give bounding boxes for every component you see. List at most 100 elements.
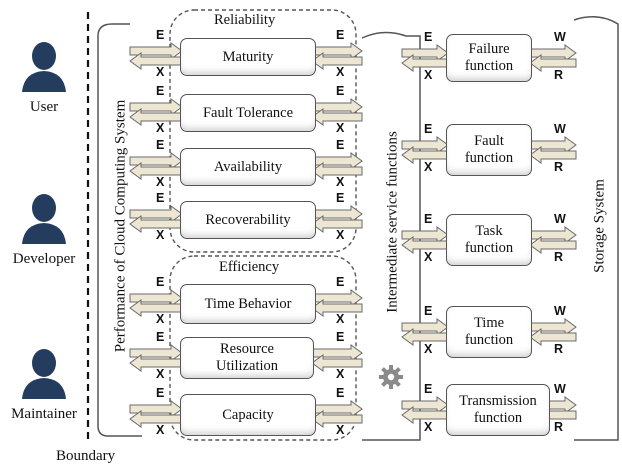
entry-label: E	[156, 191, 165, 205]
storage-frame	[573, 16, 619, 441]
entry-label: E	[156, 386, 165, 400]
exit-label: X	[336, 175, 345, 189]
service-2-right-exit-arrow	[529, 236, 577, 254]
characteristic-2-right-entry-arrow	[311, 152, 363, 170]
read-label: R	[554, 68, 564, 82]
entry-label: E	[336, 138, 345, 152]
developer-icon	[22, 194, 66, 244]
entry-label: E	[424, 382, 433, 396]
characteristic-recoverability: Recoverability	[180, 201, 316, 239]
characteristic-0-right-exit-arrow	[311, 52, 363, 70]
write-label: W	[554, 304, 566, 318]
service-time-function: Time function	[446, 306, 532, 358]
system-label: Performance of Cloud Computing System	[112, 99, 129, 353]
characteristic-fault-tolerance: Fault Tolerance	[180, 94, 316, 132]
exit-label: X	[156, 175, 165, 189]
entry-label: E	[336, 84, 345, 98]
actor-label: User	[29, 99, 59, 115]
characteristic-1-left-exit-arrow	[129, 108, 183, 126]
maintainer-icon	[22, 349, 66, 399]
characteristic-0-left-exit-arrow	[129, 52, 183, 70]
characteristic-2-left-entry-arrow	[129, 152, 183, 170]
service-0-right-exit-arrow	[529, 54, 577, 72]
exit-label: X	[336, 65, 345, 79]
characteristic-2-left-exit-arrow	[129, 162, 183, 180]
characteristic-3-left-entry-arrow	[129, 205, 183, 223]
arrow-layer	[129, 42, 577, 428]
reliability-title: Reliability	[214, 12, 276, 28]
entry-label: E	[336, 386, 345, 400]
entry-label: E	[424, 122, 433, 136]
exit-label: X	[336, 423, 345, 437]
characteristic-capacity: Capacity	[180, 394, 316, 436]
characteristic-4-right-entry-arrow	[311, 289, 363, 307]
entry-label: E	[336, 191, 345, 205]
characteristic-5-right-exit-arrow	[311, 354, 363, 372]
service-task-function: Task function	[446, 214, 532, 266]
entry-label: E	[156, 84, 165, 98]
write-label: W	[554, 122, 566, 136]
actor-developer: Developer	[4, 190, 84, 268]
intermediate-label: Intermediate service functions	[384, 131, 401, 313]
storage-label: Storage System	[591, 179, 608, 273]
write-label: W	[554, 212, 566, 226]
intermediate-frame	[361, 31, 421, 441]
service-failure-function: Failure function	[446, 34, 532, 82]
entry-label: E	[156, 330, 165, 344]
write-label: W	[554, 30, 566, 44]
boundary-label: Boundary	[56, 448, 116, 464]
exit-label: X	[424, 342, 433, 356]
service-3-left-exit-arrow	[401, 328, 449, 346]
exit-label: X	[156, 121, 165, 135]
entry-label: E	[336, 330, 345, 344]
entry-label: E	[424, 212, 433, 226]
exit-label: X	[424, 420, 433, 434]
exit-label: X	[156, 423, 165, 437]
characteristic-6-right-entry-arrow	[311, 400, 363, 418]
exit-label: X	[424, 160, 433, 174]
characteristic-6-right-exit-arrow	[311, 410, 363, 428]
exit-label: X	[156, 312, 165, 326]
characteristic-3-right-exit-arrow	[311, 215, 363, 233]
characteristic-3-left-exit-arrow	[129, 215, 183, 233]
characteristic-4-left-exit-arrow	[129, 299, 183, 317]
exit-label: X	[424, 250, 433, 264]
entry-label: E	[336, 28, 345, 42]
service-1-right-exit-arrow	[529, 146, 577, 164]
characteristic-5-left-exit-arrow	[129, 354, 183, 372]
exit-label: X	[156, 228, 165, 242]
characteristic-4-right-exit-arrow	[311, 299, 363, 317]
actor-label: Maintainer	[11, 406, 77, 422]
characteristic-1-right-exit-arrow	[311, 108, 363, 126]
entry-label: E	[156, 28, 165, 42]
exit-label: X	[336, 312, 345, 326]
read-label: R	[554, 342, 564, 356]
characteristic-0-right-entry-arrow	[311, 42, 363, 60]
characteristic-resource-utilization: Resource Utilization	[180, 337, 314, 379]
characteristic-2-right-exit-arrow	[311, 162, 363, 180]
gear-icon	[379, 365, 403, 389]
efficiency-title: Efficiency	[219, 259, 280, 275]
reliability-group-frame	[169, 9, 357, 253]
entry-label: E	[336, 275, 345, 289]
characteristic-time-behavior: Time Behavior	[180, 284, 316, 324]
entry-label: E	[424, 30, 433, 44]
characteristic-6-left-entry-arrow	[129, 400, 183, 418]
exit-label: X	[424, 68, 433, 82]
exit-label: X	[156, 367, 165, 381]
service-3-right-exit-arrow	[529, 328, 577, 346]
user-icon	[22, 42, 66, 92]
exit-label: X	[336, 121, 345, 135]
characteristic-5-left-entry-arrow	[129, 344, 183, 362]
service-1-left-exit-arrow	[401, 146, 449, 164]
characteristic-5-right-entry-arrow	[311, 344, 363, 362]
characteristic-6-left-exit-arrow	[129, 410, 183, 428]
read-label: R	[554, 250, 564, 264]
write-label: W	[554, 382, 566, 396]
actor-maintainer: Maintainer	[4, 345, 84, 423]
read-label: R	[554, 420, 564, 434]
service-0-left-exit-arrow	[401, 54, 449, 72]
entry-label: E	[156, 138, 165, 152]
